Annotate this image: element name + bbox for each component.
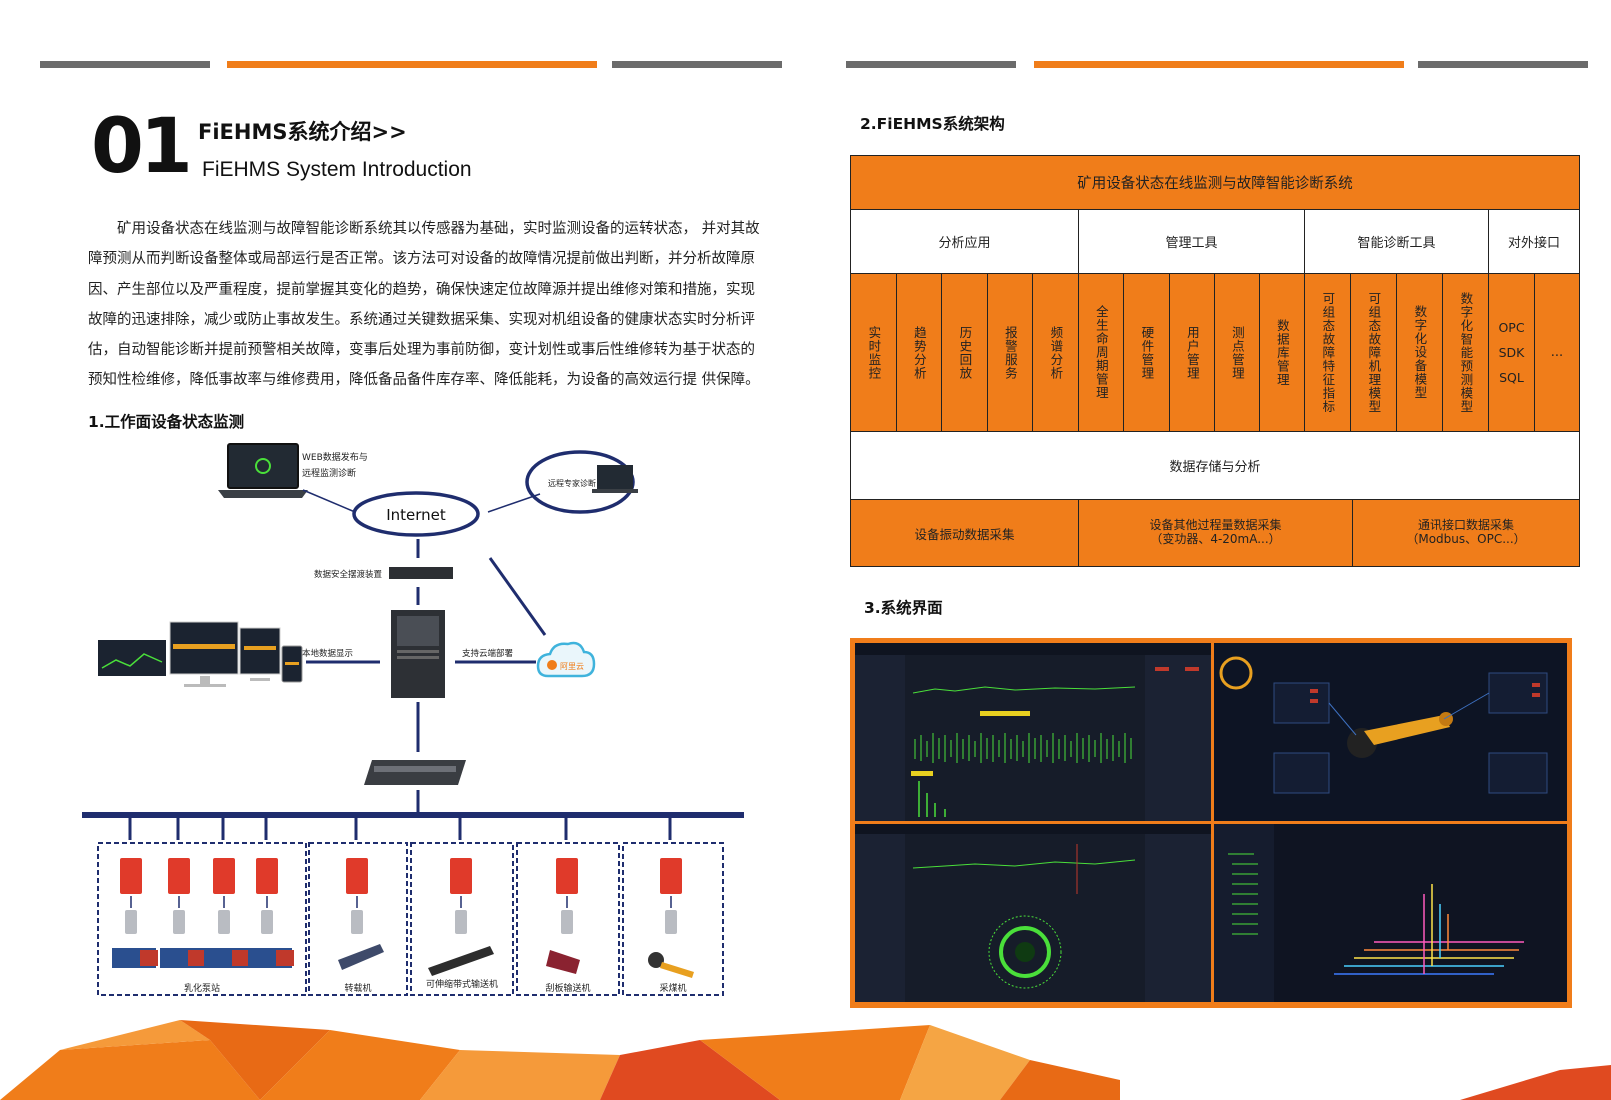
group-box-shearer xyxy=(622,842,724,996)
arch-item: 报警服务 xyxy=(988,274,1033,432)
arch-bottom-1: 设备振动数据采集 xyxy=(851,500,1079,566)
group-label-transfer: 转载机 xyxy=(344,982,371,994)
group-box-scraper xyxy=(516,842,620,996)
arch-storage: 数据存储与分析 xyxy=(851,432,1579,500)
screen-waterfall xyxy=(1214,824,1567,1002)
arch-category: 分析应用 xyxy=(851,210,1079,274)
bus-line xyxy=(82,812,744,818)
arch-item: 频谱分析 xyxy=(1033,274,1079,432)
group-box-belt xyxy=(410,842,514,996)
arch-category: 管理工具 xyxy=(1079,210,1305,274)
arch-item: 可组态故障特征指标 xyxy=(1305,274,1351,432)
group-box-pump xyxy=(97,842,307,996)
screen-orbit-analysis xyxy=(855,824,1211,1002)
network-diagram: WEB数据发布与 远程监测诊断 Internet 远程专家诊断 数据安全摆渡装置 xyxy=(82,443,744,996)
screen-realtime-monitor xyxy=(855,643,1211,821)
internet-label: Internet xyxy=(386,506,446,524)
intro-line: 障预测从而判断设备整体或局部运行是否正常。该方法可对设备的故障情况提前做出判断，… xyxy=(88,251,755,268)
remote-expert-label: 远程专家诊断 xyxy=(548,478,596,488)
server-icon xyxy=(391,610,445,698)
page-subtitle: FiEHMS System Introduction xyxy=(202,158,472,181)
arch-bottom-2-line1: 设备其他过程量数据采集 xyxy=(1149,518,1282,533)
arch-interface: SQL xyxy=(1499,370,1524,385)
screenshots-panel xyxy=(850,638,1572,1008)
bottom-decoration xyxy=(0,1020,1611,1100)
top-bar-left-2 xyxy=(227,61,597,68)
arch-item: 测点管理 xyxy=(1215,274,1260,432)
top-bar-left-1 xyxy=(40,61,210,68)
arch-item: 可组态故障机理模型 xyxy=(1351,274,1397,432)
intro-paragraph: 矿用设备状态在线监测与故障智能诊断系统其以传感器为基础，实时监测设备的运转状态，… xyxy=(88,214,770,396)
page-title: FiEHMS系统介绍>> xyxy=(198,120,407,144)
cloud-icon: 阿里云 xyxy=(536,641,596,678)
cloud-name: 阿里云 xyxy=(560,662,584,671)
arch-category: 智能诊断工具 xyxy=(1305,210,1489,274)
cloud-deploy-label: 支持云端部署 xyxy=(462,648,514,659)
top-bar-right-2 xyxy=(1034,61,1404,68)
arch-item: 数字化智能预测模型 xyxy=(1443,274,1489,432)
arch-bottom-2: 设备其他过程量数据采集 （变功器、4-20mA...） xyxy=(1079,500,1353,566)
arch-title: 矿用设备状态在线监测与故障智能诊断系统 xyxy=(851,156,1579,210)
collector-units xyxy=(112,858,694,978)
laptop-icon xyxy=(218,443,308,498)
arch-item: 全生命周期管理 xyxy=(1079,274,1124,432)
section2-heading: 2.FiEHMS系统架构 xyxy=(860,115,1005,133)
switch-icon xyxy=(364,760,466,785)
section3-heading: 3.系统界面 xyxy=(864,599,943,617)
intro-line: 故障的迅速排除，减少或防止事故发生。系统通过关键数据采集、实现对机组设备的健康状… xyxy=(88,311,755,328)
arch-item: 实时监控 xyxy=(851,274,897,432)
top-bar-right-3 xyxy=(1418,61,1588,68)
architecture-table: 矿用设备状态在线监测与故障智能诊断系统 分析应用 管理工具 智能诊断工具 对外接… xyxy=(850,155,1580,567)
arch-item: 趋势分析 xyxy=(897,274,942,432)
arch-interface: OPC xyxy=(1498,320,1525,335)
intro-line: 因、产生部位以及严重程度，提前掌握其变化的趋势，确保快速定位故障源并提出维修对策… xyxy=(88,281,755,298)
arch-more: ... xyxy=(1535,274,1579,432)
arch-interface: SDK xyxy=(1498,345,1525,360)
arch-category: 对外接口 xyxy=(1489,210,1579,274)
section1-heading: 1.工作面设备状态监测 xyxy=(88,413,245,431)
internet-cloud xyxy=(352,491,480,537)
group-label-scraper: 刮板输送机 xyxy=(545,982,590,994)
arch-bottom-3-line2: （Modbus、OPC...） xyxy=(1406,532,1526,546)
intro-line: 估，自动智能诊断并提前预警相关故障，变事后处理为事前防御，变计划性或事后性维修转… xyxy=(88,342,755,359)
top-bar-left-3 xyxy=(612,61,782,68)
group-label-pump: 乳化泵站 xyxy=(184,982,220,994)
security-device-icon xyxy=(389,567,453,579)
arch-bottom-2-line2: （变功器、4-20mA...） xyxy=(1150,532,1281,546)
group-label-shearer: 采煤机 xyxy=(659,982,686,994)
arch-item: 硬件管理 xyxy=(1124,274,1170,432)
screen-device-model xyxy=(1214,643,1567,821)
web-label-1: WEB数据发布与 xyxy=(302,451,368,463)
arch-interfaces: OPC SDK SQL xyxy=(1489,274,1535,432)
arch-item: 历史回放 xyxy=(942,274,988,432)
arch-item: 用户管理 xyxy=(1170,274,1215,432)
web-label-2: 远程监测诊断 xyxy=(302,467,356,479)
arch-item: 数字化设备模型 xyxy=(1397,274,1443,432)
intro-line: 预知性检维修，降低事故率与维修费用，降低备品备件库存率、降低能耗，为设备的高效运… xyxy=(88,372,760,389)
monitor-group-icon xyxy=(98,621,303,687)
security-device-label: 数据安全摆渡装置 xyxy=(314,569,383,580)
intro-line: 矿用设备状态在线监测与故障智能诊断系统其以传感器为基础，实时监测设备的运转状态，… xyxy=(117,221,760,237)
top-bar-right-1 xyxy=(846,61,1016,68)
arch-item: 数据库管理 xyxy=(1260,274,1305,432)
arch-bottom-3-line1: 通讯接口数据采集 xyxy=(1417,518,1514,533)
remote-laptop-icon xyxy=(592,465,638,493)
group-label-belt: 可伸缩带式输送机 xyxy=(426,978,498,990)
section-number: 01 xyxy=(91,101,193,190)
group-box-transfer xyxy=(308,842,408,996)
arch-bottom-3: 通讯接口数据采集 （Modbus、OPC...） xyxy=(1353,500,1579,566)
local-display-label: 本地数据显示 xyxy=(302,648,353,659)
